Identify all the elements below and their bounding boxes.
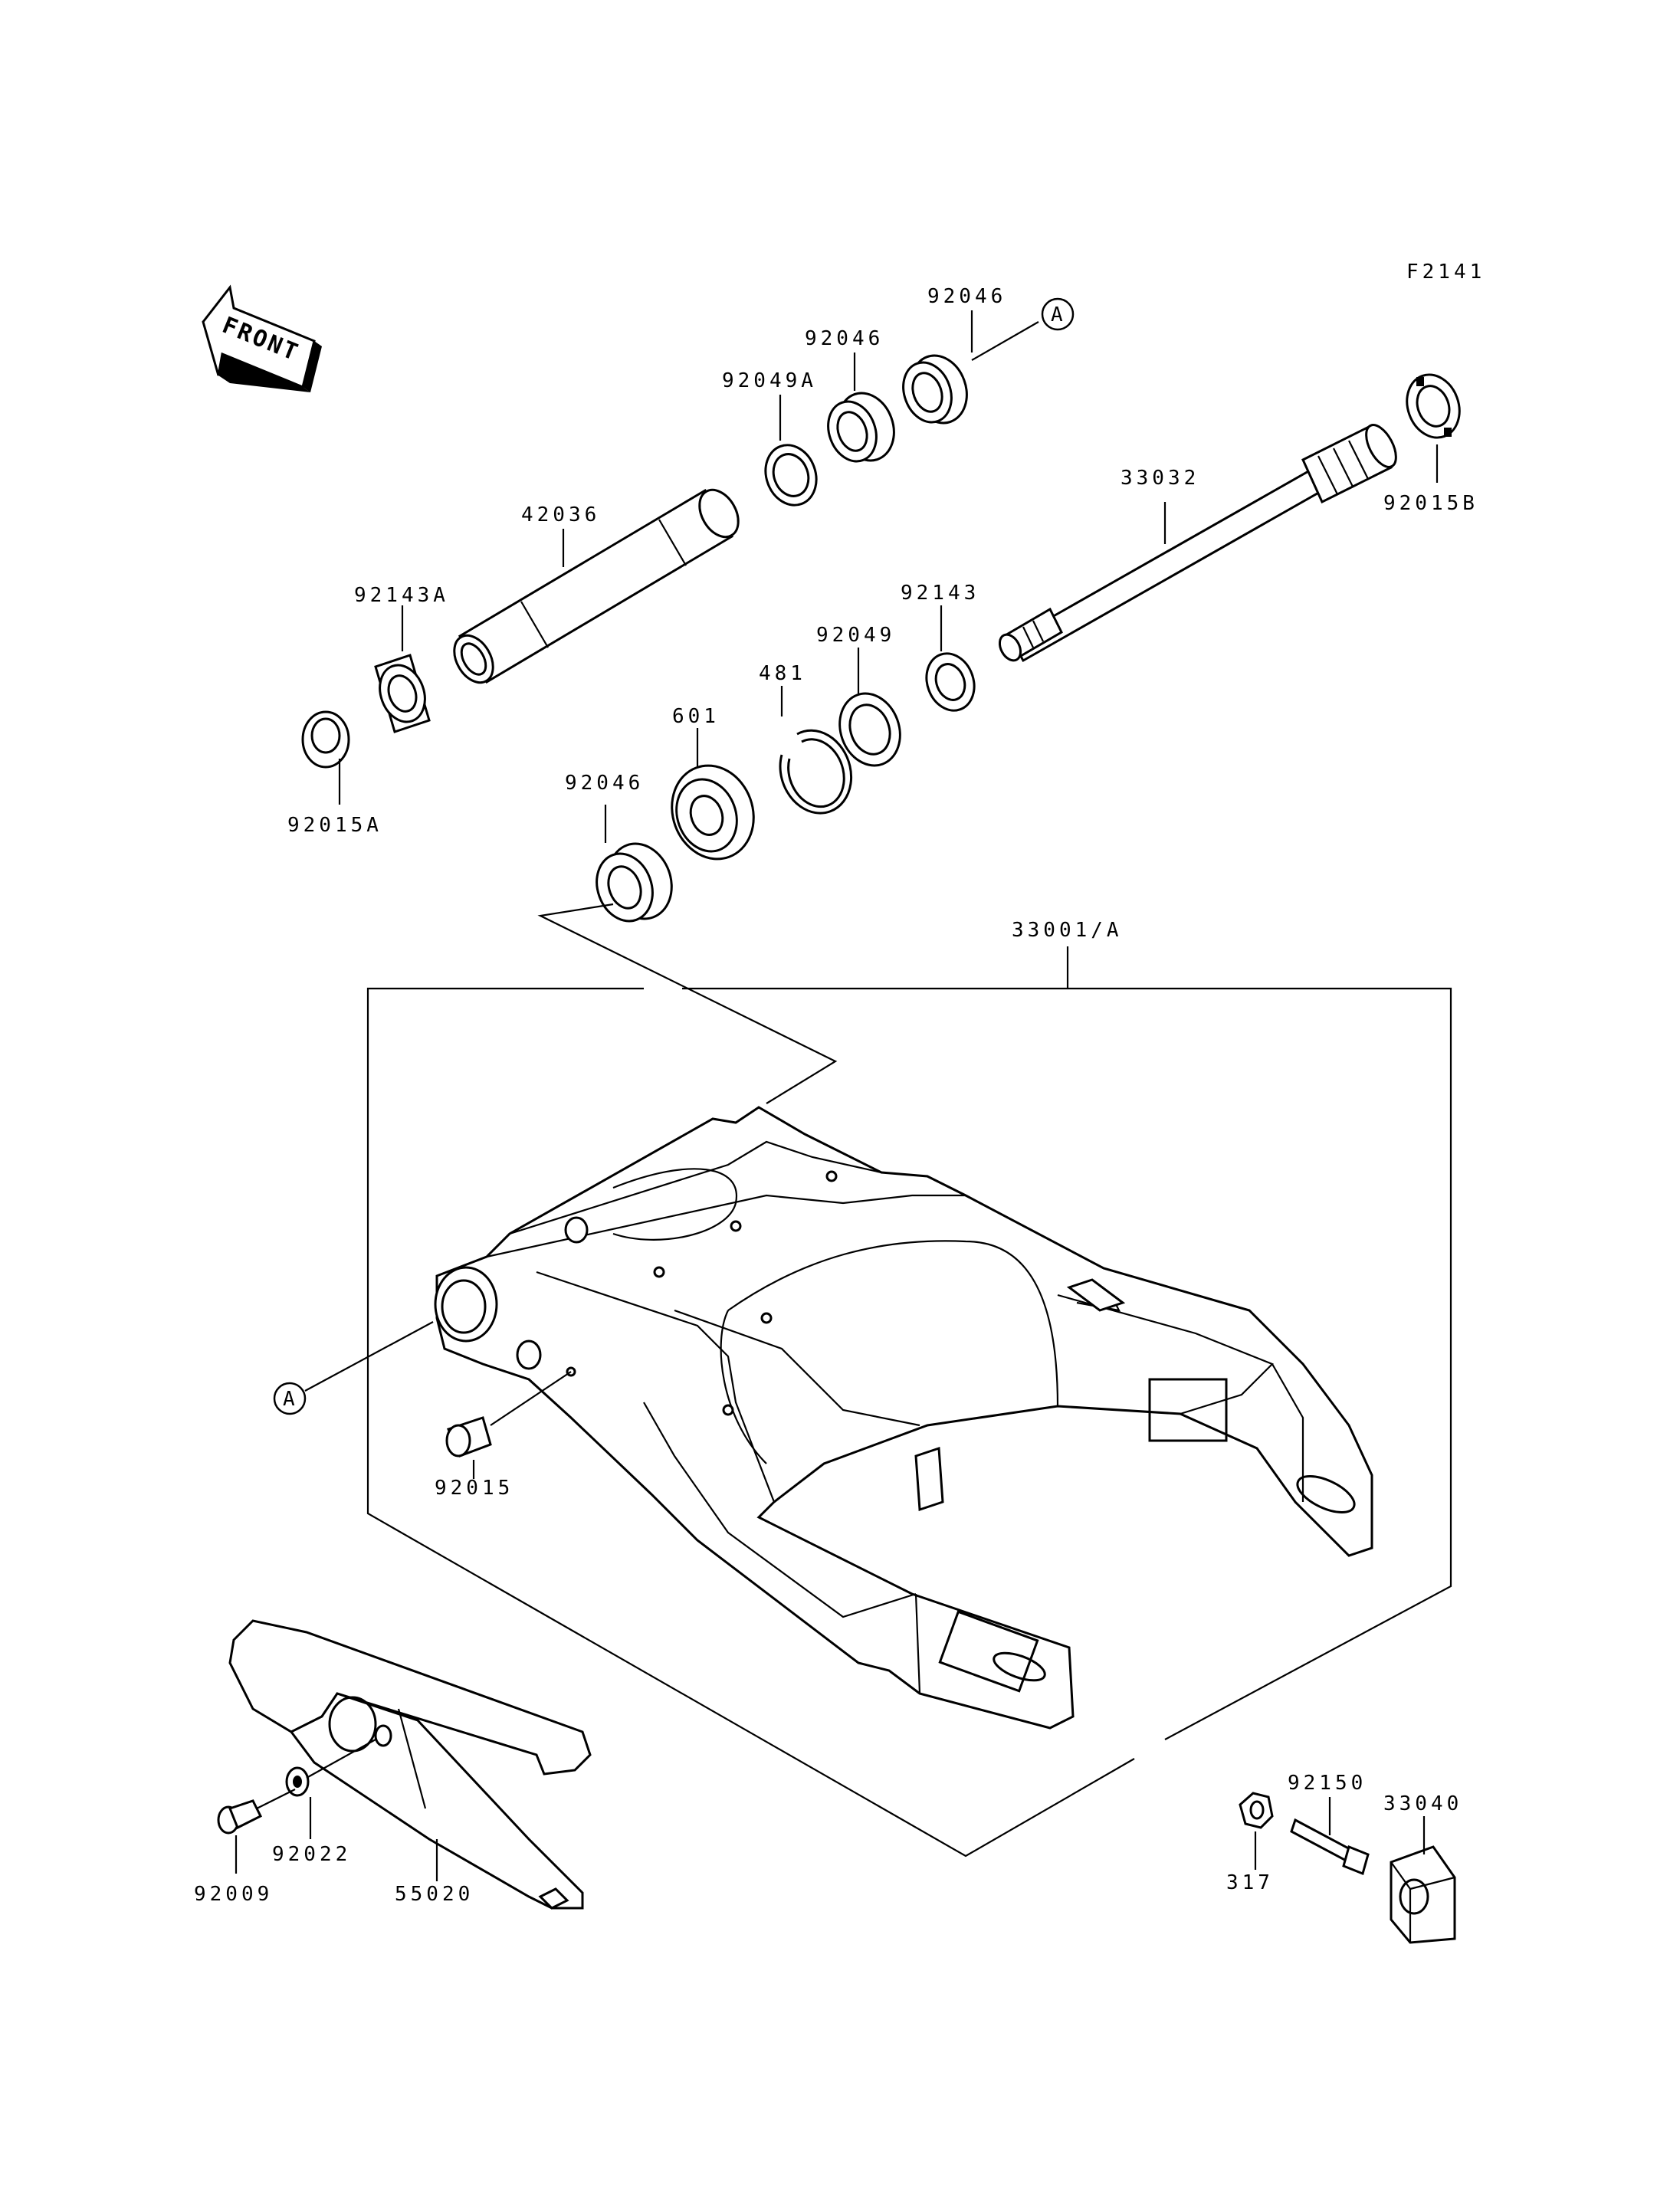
label-92022: 92022 [272,1843,351,1866]
svg-text:A: A [283,1388,295,1411]
circlip-481 [779,729,853,815]
label-92143: 92143 [901,582,979,605]
label-55020: 55020 [395,1883,474,1906]
svg-text:A: A [1051,303,1063,326]
label-92046-mid: 92046 [805,327,884,350]
washer-92022 [285,1724,392,1839]
pivot-shaft-33032 [998,423,1397,663]
needle-bearing-92046-low [596,842,673,923]
swingarm-33001 [434,1106,1373,1730]
chain-adjuster-33040 [1390,1816,1456,1944]
label-601: 601 [672,705,720,728]
oil-seal-92049A [764,444,818,507]
label-317: 317 [1226,1871,1274,1894]
bolt-92150 [1290,1797,1370,1876]
callout-marker-a-bottom: A [273,1321,434,1415]
label-92009: 92009 [194,1883,273,1906]
label-92015A: 92015A [287,814,382,837]
chain-guard-55020 [228,1619,592,1910]
label-92049A: 92049A [722,369,817,392]
figure-code: F2141 [1406,261,1485,284]
castle-nut-92015B [1406,373,1461,439]
label-92150: 92150 [1288,1772,1367,1795]
oil-seal-92049 [838,692,901,767]
label-33032: 33032 [1121,467,1199,490]
collar-92143A [374,654,431,733]
collar-92143 [925,652,976,712]
label-33040: 33040 [1383,1792,1462,1815]
ball-bearing-601 [671,764,755,861]
label-42036: 42036 [521,503,600,526]
label-92046-top: 92046 [927,285,1006,308]
bolt-92015 [445,1371,572,1479]
part-labels: 92046 92046 92049A 42036 33032 92015B 92… [194,285,1478,1906]
label-92015B: 92015B [1383,492,1478,515]
label-92143A: 92143A [354,584,449,607]
label-481: 481 [759,662,806,685]
callout-marker-a-top: A [1041,297,1075,331]
needle-bearing-92046-mid [827,392,895,463]
leader-lines [338,310,1452,1858]
label-92046-low: 92046 [565,772,644,795]
label-92015: 92015 [435,1477,514,1500]
nut-317 [1239,1792,1274,1870]
bolt-92009 [217,1789,296,1874]
nut-92015A [301,710,350,769]
label-92049: 92049 [816,624,895,647]
sleeve-42036 [453,488,740,684]
front-arrow-icon: FRONT [202,284,322,392]
needle-bearing-92046-top [902,354,968,425]
label-33001A: 33001/A [1012,919,1123,942]
